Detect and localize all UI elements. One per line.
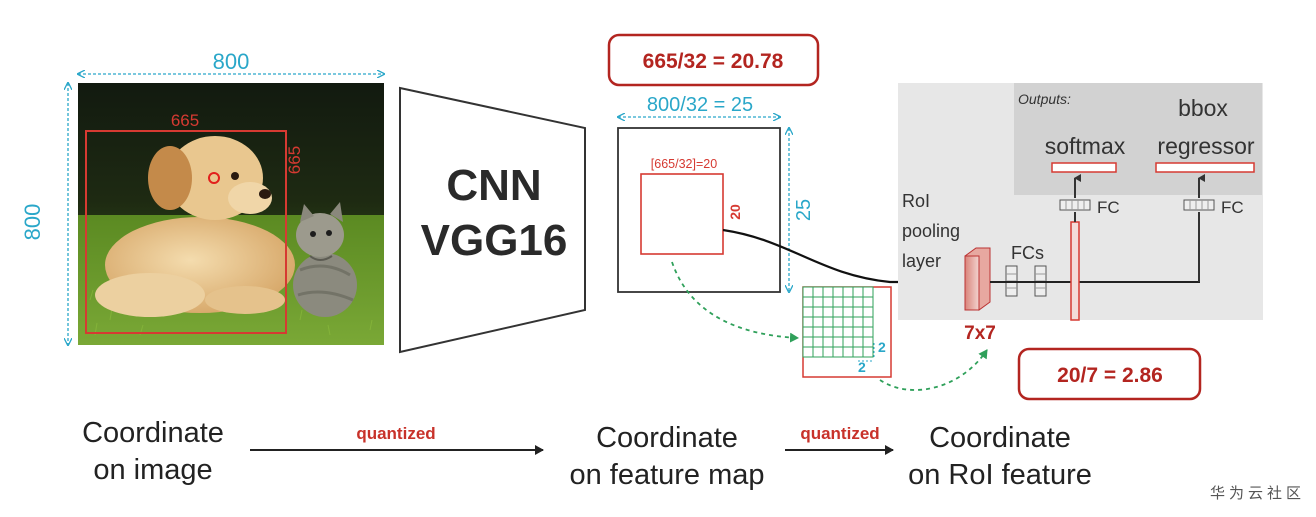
outputs-label: Outputs:	[1018, 91, 1071, 107]
bbox-output-bar	[1155, 162, 1255, 173]
roi-pooling-label-3: layer	[902, 251, 941, 271]
roi-pooling-label-1: RoI	[902, 191, 930, 211]
input-image	[78, 83, 384, 345]
coord-feature-line1: Coordinate	[596, 422, 738, 454]
outputs-panel	[1014, 83, 1262, 195]
feature-map-width-label: 800/32 = 25	[647, 94, 753, 116]
image-width-dimension: 800	[78, 49, 384, 74]
feature-map-height-dimension: 25	[789, 128, 815, 292]
roi-grid-7x7	[802, 286, 892, 378]
watermark: 华为云社区	[1210, 485, 1305, 502]
roi-on-feature-map	[640, 173, 724, 255]
feature-to-grid-arrow	[671, 261, 799, 343]
coord-image-line1: Coordinate	[82, 417, 224, 449]
fcs-label: FCs	[1011, 243, 1044, 263]
image-width-label: 800	[213, 49, 250, 74]
vgg16-label: VGG16	[421, 216, 568, 265]
dog-ear	[148, 146, 192, 210]
roi-division-box: 20/7 = 2.86	[1017, 347, 1202, 401]
roi-feature-side-label: 20	[727, 204, 743, 220]
bbox-label: bbox	[1178, 95, 1228, 121]
regressor-label: regressor	[1157, 133, 1254, 159]
cnn-block: CNN VGG16	[399, 86, 586, 354]
fc-softmax-label: FC	[1097, 198, 1120, 217]
roi-pooled-feature	[964, 247, 991, 311]
coord-feature-line2: on feature map	[569, 459, 764, 491]
grid-bottom-label: 2	[858, 359, 866, 375]
roi-box-on-image	[85, 130, 287, 334]
grid-to-pool-arrow	[879, 349, 988, 391]
image-height-label: 800	[20, 204, 45, 241]
fc-softmax	[1059, 199, 1091, 211]
coord-roi-line1: Coordinate	[929, 422, 1071, 454]
coord-roi-line2: on RoI feature	[908, 459, 1092, 491]
roi-feature-vector	[1070, 221, 1080, 321]
softmax-output-bar	[1051, 162, 1117, 173]
kitten	[293, 202, 357, 317]
feature-map-top-box: 665/32 = 20.78	[607, 33, 820, 87]
feature-map-width-dimension: 800/32 = 25	[618, 94, 780, 117]
roi-pooling-label-2: pooling	[902, 221, 960, 241]
quantized-label-1: quantized	[356, 424, 435, 443]
fc-bbox	[1183, 199, 1215, 211]
roi-height-label: 665	[285, 146, 304, 174]
image-height-dimension: 800	[20, 83, 68, 345]
feature-map-height-label: 25	[793, 199, 815, 221]
softmax-label: softmax	[1045, 133, 1126, 159]
roi-width-label: 665	[171, 111, 199, 130]
roi-division-label: 20/7 = 2.86	[1057, 364, 1163, 387]
quantized-label-2: quantized	[800, 424, 879, 443]
roi-feature-top-label: [665/32]=20	[651, 157, 717, 171]
roi-center-point	[208, 172, 220, 184]
pool-size-label: 7x7	[964, 323, 996, 344]
cnn-label: CNN	[446, 161, 541, 210]
grid-side-label: 2	[878, 339, 886, 355]
fc-bbox-label: FC	[1221, 198, 1244, 217]
coord-image-line2: on image	[93, 454, 212, 486]
feature-map-division-label: 665/32 = 20.78	[643, 50, 784, 73]
roi-to-pool-connector	[722, 228, 965, 284]
